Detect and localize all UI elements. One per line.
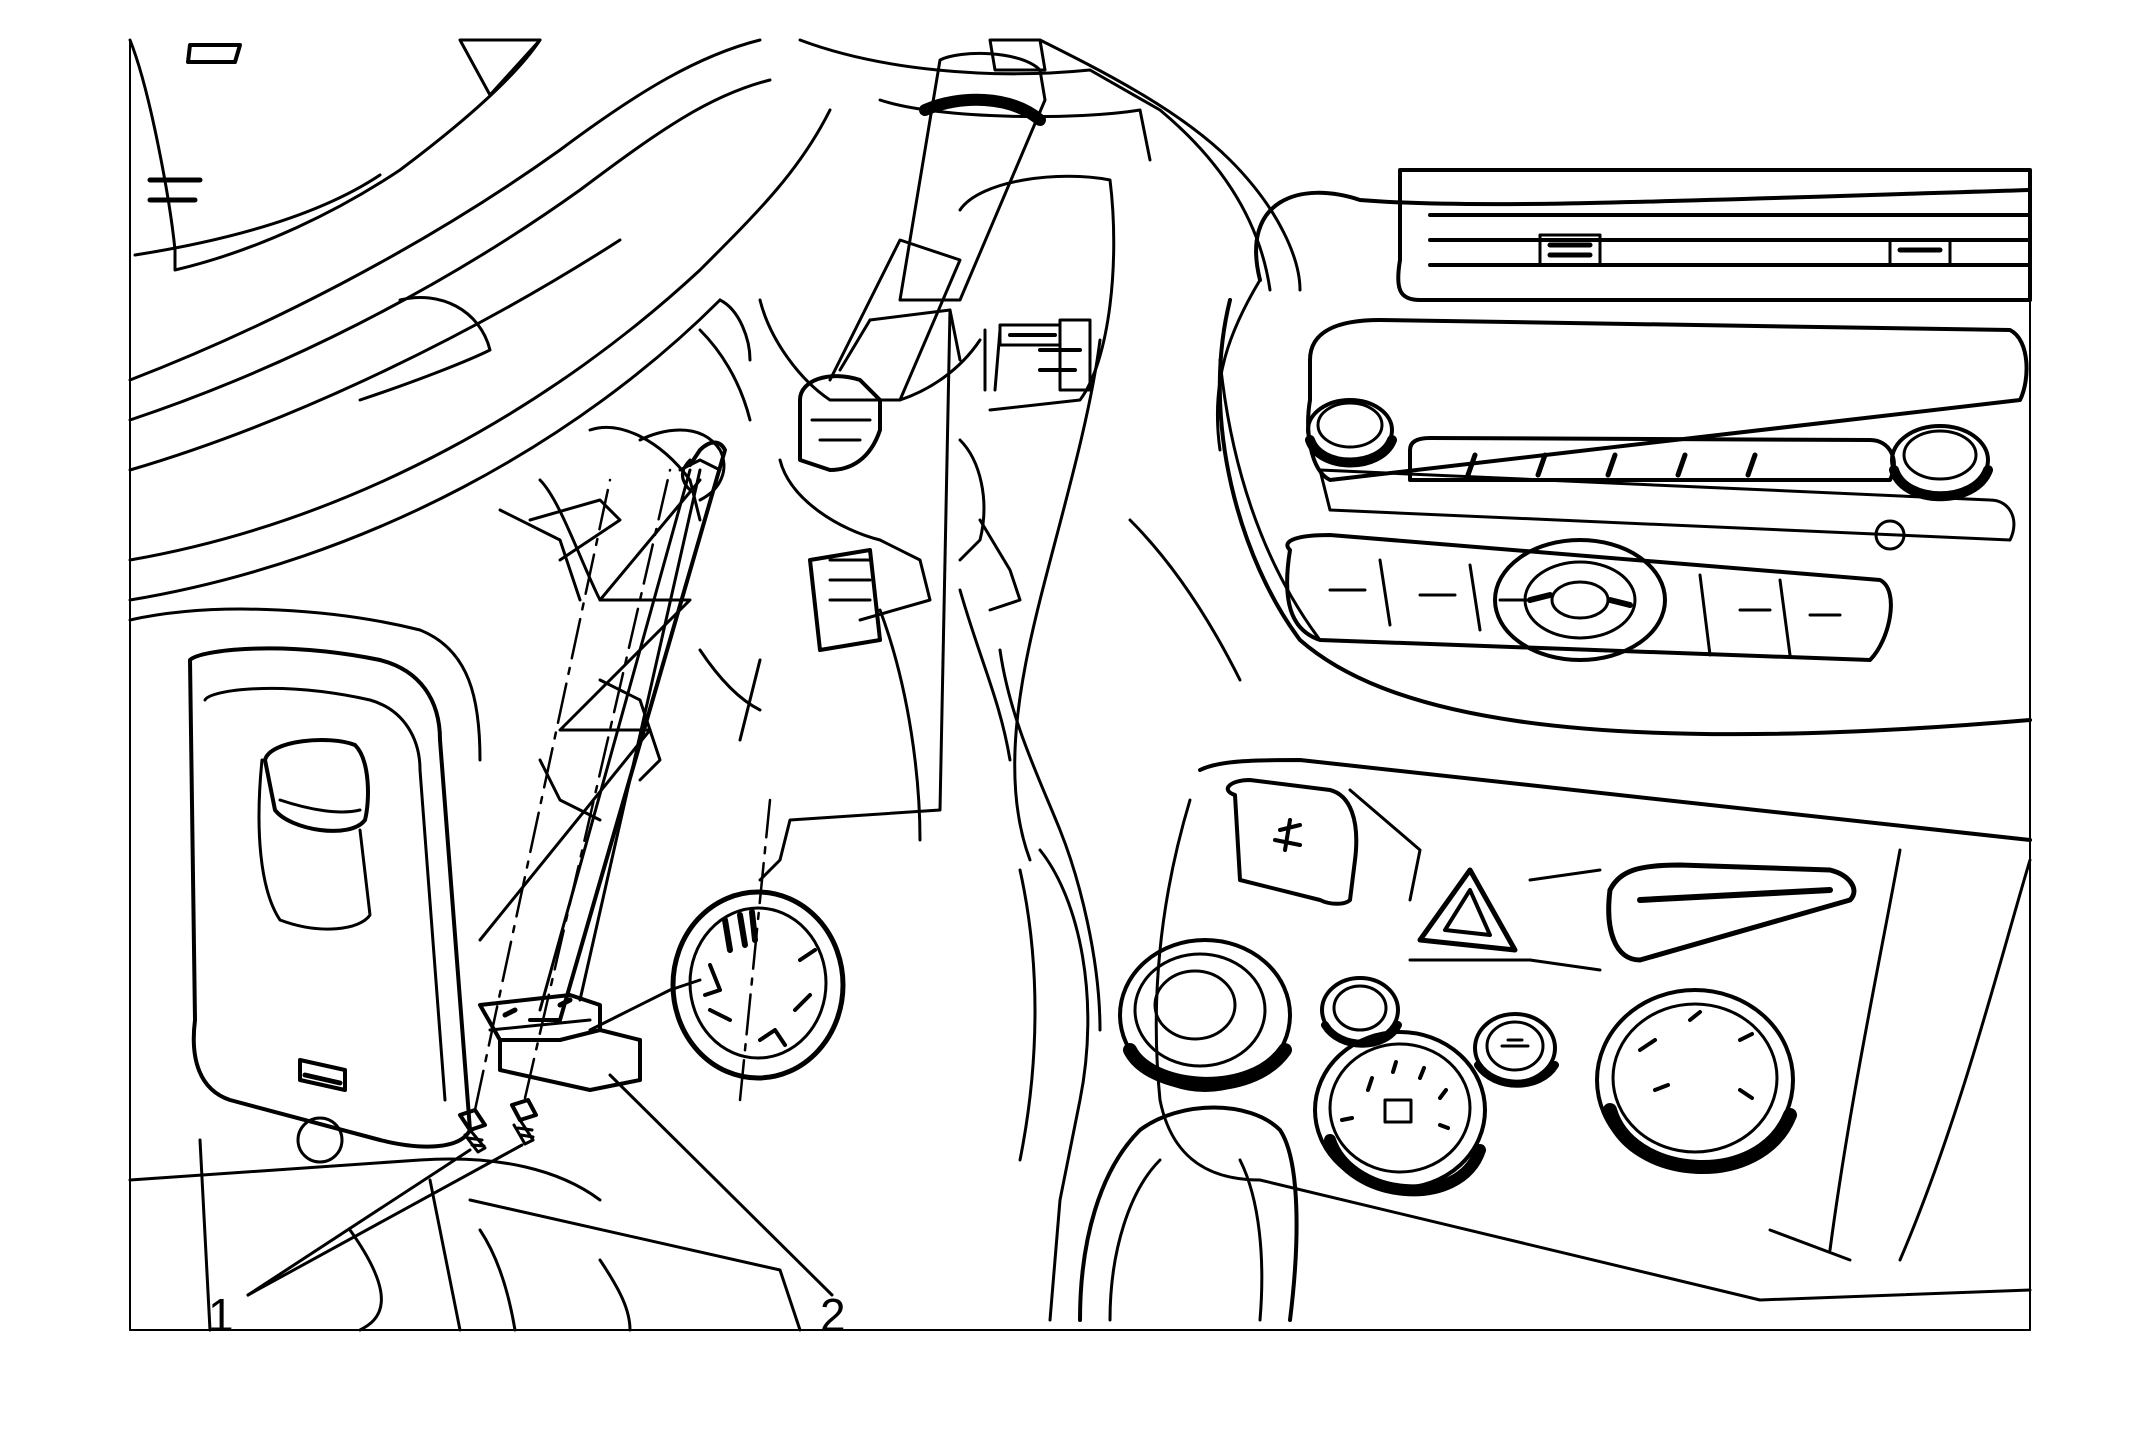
left-floor-lines [128, 1138, 802, 1332]
instrument-cluster-display [878, 98, 1152, 412]
instrument-cluster-hood [128, 38, 542, 272]
fastener-screw-left [458, 1108, 487, 1154]
detail-inset-circle [668, 889, 846, 1081]
removal-path-module [678, 458, 762, 742]
center-console-bezel [1215, 188, 2032, 737]
steering-column [758, 38, 1047, 402]
alignment-dashed-lines [473, 468, 772, 1112]
hvac-small-knob-right [1473, 1012, 1559, 1088]
ignition-lock-housing [778, 374, 1022, 652]
leader-line-1 [246, 1143, 524, 1297]
hvac-panel [1154, 758, 2032, 1302]
hvac-display-slot [1528, 862, 1857, 972]
steering-wheel-rim [128, 38, 832, 602]
leader-line-2 [608, 1073, 834, 1297]
callout-label-1: 1 [208, 1289, 234, 1341]
traction-control-button [1225, 778, 1422, 906]
callout-label-2: 2 [820, 1289, 846, 1341]
switch-bracket [478, 988, 672, 1092]
wiring-connector [498, 298, 762, 822]
figure-border-lines [129, 39, 2031, 1331]
hazard-button [1408, 867, 1532, 962]
radio-control-cluster [1285, 533, 1893, 662]
radio-right-knob [1889, 424, 1993, 502]
hvac-mode-knob [1313, 1030, 1487, 1197]
radio-left-knob [1305, 398, 1397, 468]
radio-preset-buttons [1408, 436, 1906, 551]
dashboard-panel [798, 38, 1302, 1322]
lower-dash-trim [128, 607, 482, 1149]
center-air-vent [1396, 168, 2032, 302]
hvac-temp-knob [1595, 988, 1797, 1175]
hvac-fan-knob [1118, 938, 1292, 1092]
removal-path-lock [478, 308, 962, 942]
lower-trim-badge [296, 1058, 347, 1164]
shift-boot [1078, 1105, 1299, 1322]
glovebox-handle [257, 738, 372, 931]
fastener-screw-right [510, 1098, 538, 1146]
